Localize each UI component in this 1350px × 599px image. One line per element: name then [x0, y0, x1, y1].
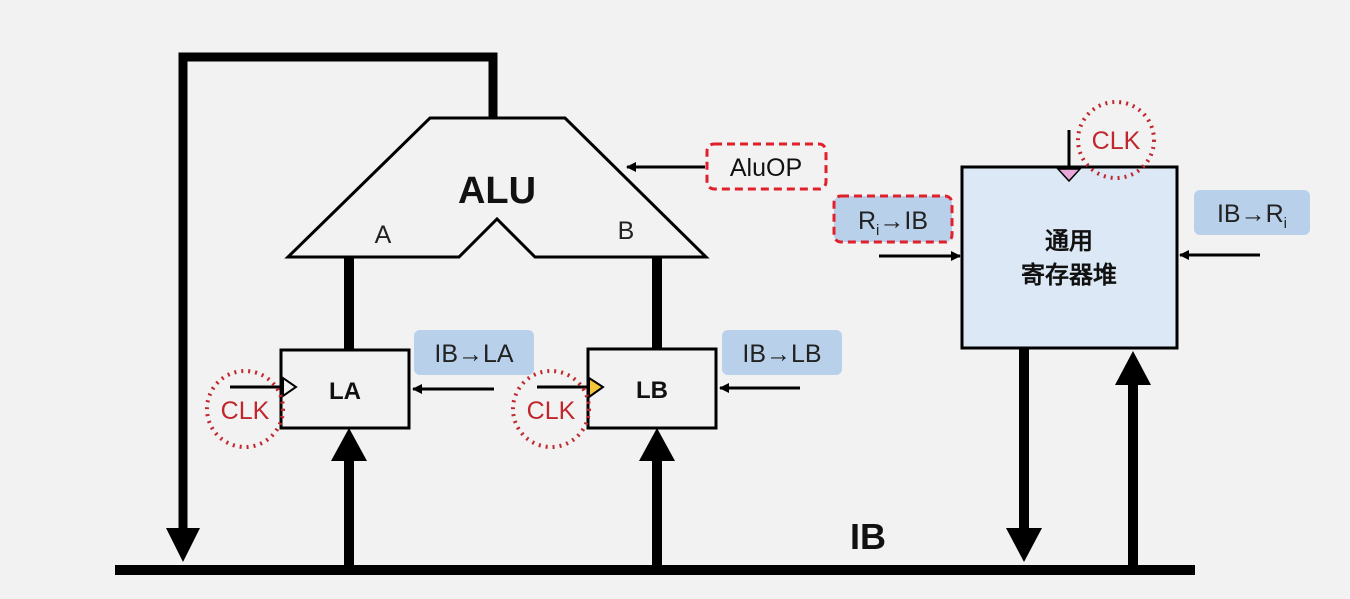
ib-to-ri-signal-box	[1194, 190, 1310, 235]
la-clk-label: CLK	[221, 397, 270, 425]
ri-to-ib-signal-label: Ri→IB	[858, 207, 928, 239]
alu-title: ALU	[458, 170, 536, 212]
alu-shape	[284, 116, 710, 259]
ri-to-ib-prefix: R	[858, 207, 876, 235]
ri-to-ib-signal-box	[832, 194, 954, 244]
alu-port-b: B	[618, 217, 635, 245]
ib-to-la-signal-label: IB→LA	[434, 340, 514, 368]
register-file	[960, 165, 1179, 350]
bus-to-la-arrowhead	[331, 428, 367, 461]
ri-to-ib-subscript: i	[876, 222, 879, 239]
register-file-clk-circle	[1076, 100, 1156, 180]
aluop-signal-box	[705, 142, 828, 191]
alu-output-path	[178, 52, 498, 530]
alu-port-a: A	[375, 221, 392, 249]
ib-to-ri-signal-label: IB→Ri	[1217, 200, 1287, 232]
ib-to-la-signal-box	[414, 330, 534, 375]
ri-to-ib-suffix: →IB	[879, 207, 928, 235]
ib-to-ri-prefix: IB→R	[1217, 200, 1284, 228]
ib-to-lb-signal-label: IB→LB	[742, 340, 821, 368]
register-la	[279, 348, 411, 430]
lb-clk-circle	[511, 369, 591, 449]
register-file-label-line1: 通用	[1045, 228, 1093, 255]
bus-to-regfile-arrowhead	[1115, 351, 1151, 385]
bus-to-lb-arrowhead	[639, 428, 675, 461]
register-file-label-line2: 寄存器堆	[1021, 261, 1117, 289]
alu-output-arrowhead	[166, 528, 200, 562]
register-lb-label: LB	[636, 377, 668, 404]
register-la-label: LA	[329, 378, 361, 405]
regfile-to-bus-arrowhead	[1006, 528, 1042, 562]
la-clk-circle	[205, 369, 285, 449]
bus-label: IB	[850, 516, 886, 557]
ib-to-lb-signal-box	[722, 330, 842, 375]
ib-to-ri-subscript: i	[1284, 215, 1287, 232]
register-file-clk-label: CLK	[1092, 127, 1141, 155]
aluop-signal-label: AluOP	[730, 154, 802, 182]
lb-clk-label: CLK	[527, 397, 576, 425]
